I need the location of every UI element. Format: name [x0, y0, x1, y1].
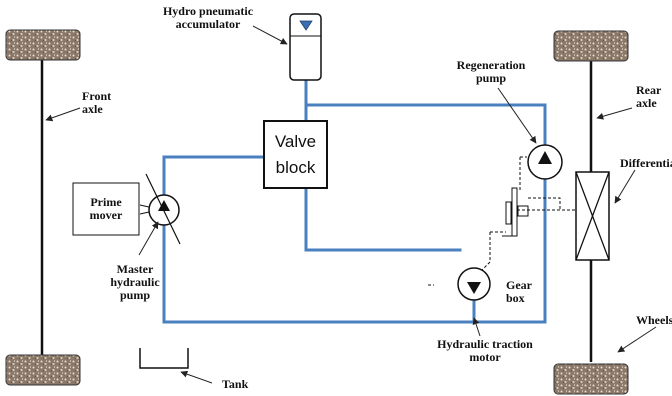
differential: [575, 171, 610, 261]
front-axle-label: Front axle: [82, 90, 111, 116]
accumulator-label-line-1: Hydro pneumatic: [162, 4, 254, 18]
regeneration-pump: [527, 144, 563, 180]
prime-mover-label: Prime mover: [73, 196, 139, 222]
master-pump-label-line-3: pump: [119, 288, 151, 302]
front-bottom-wheel: [5, 354, 81, 386]
valve-block-label-line-1: Valve: [274, 132, 317, 151]
valve-block-box: [263, 120, 328, 189]
master-hydraulic-pump: [139, 173, 181, 245]
accumulator-label: Hydro pneumatic accumulator: [160, 5, 256, 31]
master-pump-label: Master hydraulic pump: [100, 263, 170, 302]
regeneration-pump-label-line-2: pump: [475, 71, 507, 85]
valve-block-label-line-2: block: [275, 158, 316, 177]
regeneration-pump-label-line-1: Regeneration: [456, 58, 526, 72]
gear-box-label-line-2: box: [506, 291, 525, 305]
traction-motor-label-line-2: motor: [469, 350, 501, 364]
prime-mover-box: [72, 182, 140, 236]
callout-lines: [45, 25, 657, 384]
regeneration-pump-label: Regeneration pump: [451, 59, 531, 85]
prime-mover-label-line-1: Prime: [90, 195, 122, 209]
wheels-label: Wheels: [636, 314, 672, 327]
hydraulic-traction-motor: [457, 267, 491, 301]
rear-axle-label: Rear axle: [636, 84, 661, 110]
gear-box-label-line-1: Gear: [506, 278, 532, 292]
mechanical-links: [428, 156, 576, 286]
master-pump-label-line-2: hydraulic: [110, 275, 160, 289]
accumulator-label-line-2: accumulator: [175, 17, 241, 31]
prime-mover-label-line-2: mover: [89, 208, 123, 222]
traction-motor-label: Hydraulic traction motor: [430, 338, 540, 364]
tank: [139, 348, 189, 369]
traction-motor-label-line-1: Hydraulic traction: [437, 337, 533, 351]
rear-axle-label-line-2: axle: [636, 96, 657, 110]
front-axle-label-line-2: axle: [82, 102, 103, 116]
rear-bottom-wheel: [553, 363, 629, 395]
rear-top-wheel: [553, 30, 629, 62]
valve-block-label: Valve block: [264, 129, 327, 181]
gear-box: [502, 187, 529, 237]
master-pump-label-line-1: Master: [116, 262, 154, 276]
front-left-top-wheel: [5, 29, 81, 61]
gear-box-label: Gear box: [506, 279, 532, 305]
front-axle-label-line-1: Front: [82, 89, 112, 103]
tank-label: Tank: [222, 377, 249, 391]
hydro-pneumatic-accumulator: [289, 13, 322, 81]
rear-axle-assembly: [553, 30, 629, 395]
front-axle-assembly: [5, 29, 81, 386]
hydraulic-lines: [162, 78, 547, 324]
differential-label: Differential: [620, 157, 672, 170]
rear-axle-label-line-1: Rear: [636, 83, 662, 97]
